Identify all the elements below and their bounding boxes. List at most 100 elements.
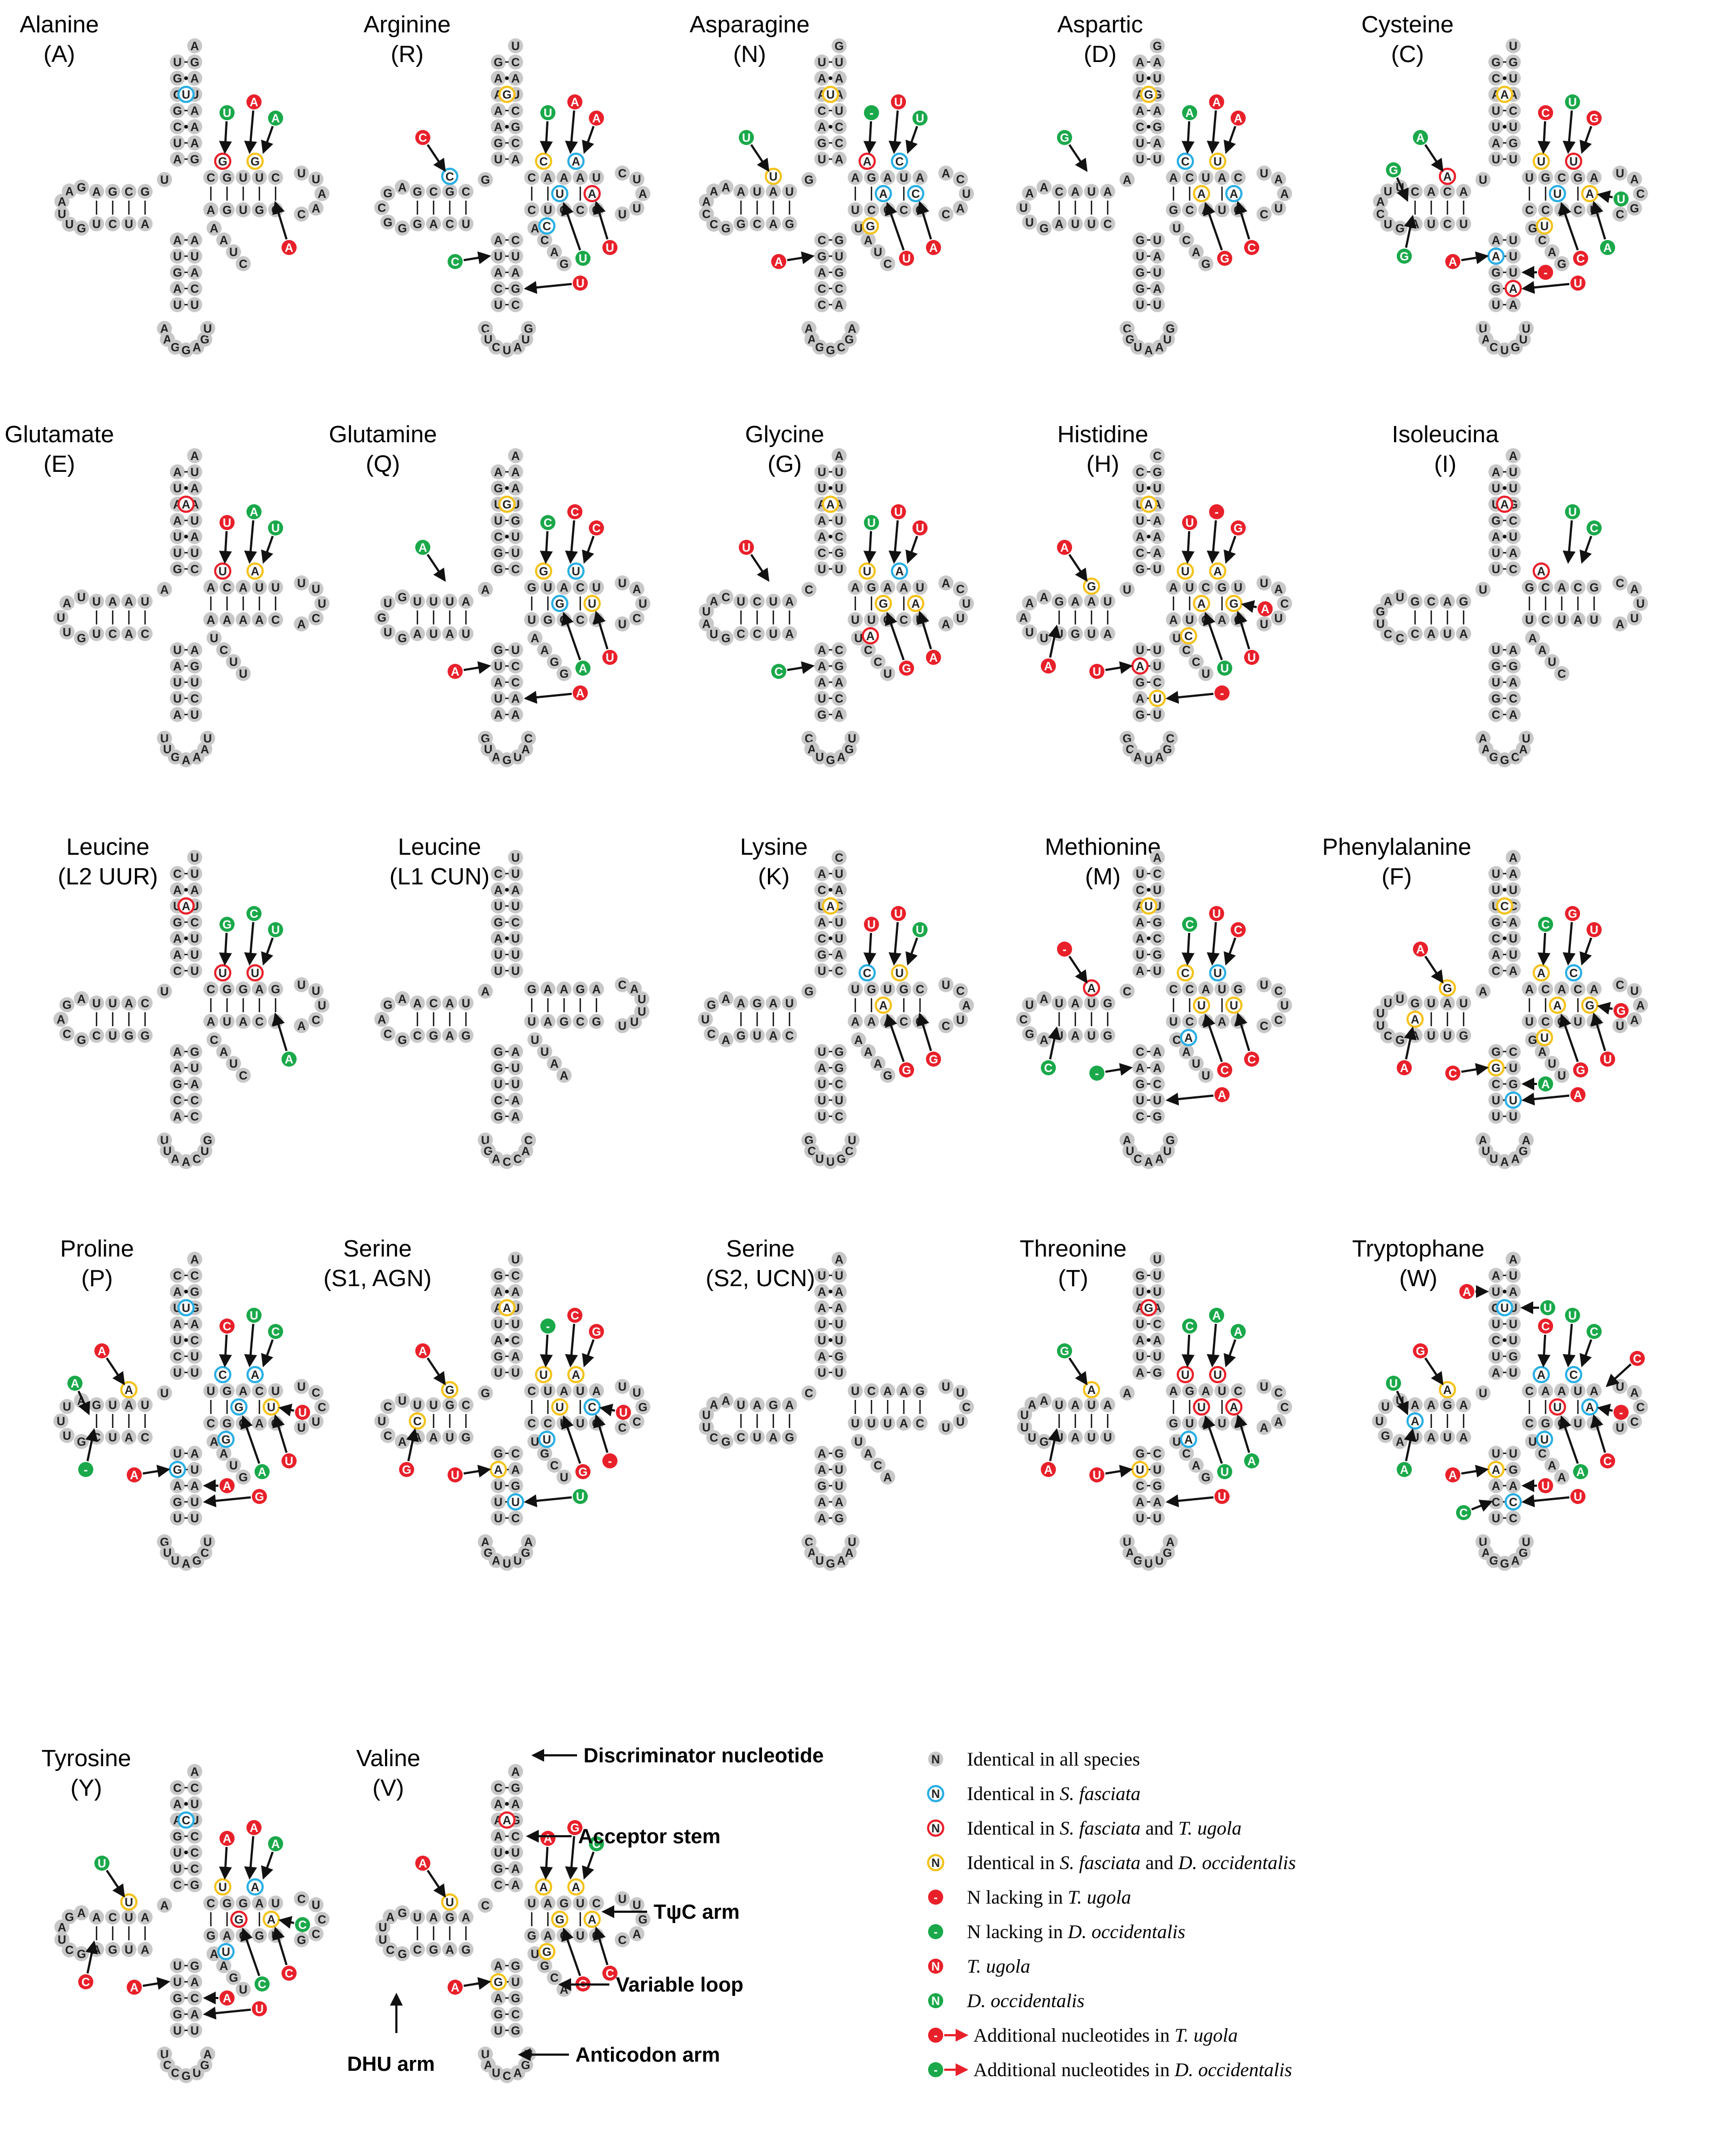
nucleotide-letter: C	[1492, 708, 1500, 722]
acceptor-stem-5prime: U	[491, 898, 506, 914]
t-arm-stem-top: U	[268, 580, 283, 595]
identity-nucleotide-yellow: A	[1083, 1381, 1100, 1398]
t-loop-nucleotide: U	[1633, 596, 1648, 611]
identity-nucleotide-yellow: U	[584, 595, 601, 612]
nucleotide-letter: U	[1492, 883, 1500, 897]
nucleotide-letter: A	[737, 997, 745, 1010]
nucleotide-letter: G	[108, 185, 117, 198]
gu-pair-dot	[184, 888, 188, 892]
nucleotide-letter: C	[774, 665, 783, 678]
substitution-arrow	[565, 520, 578, 564]
t-arm-stem-bottom: G	[252, 202, 267, 217]
anticodon-stem-3prime: C	[508, 675, 523, 690]
gu-pair-dot	[1147, 888, 1151, 892]
nucleotide-letter: C	[835, 964, 843, 978]
nucleotide-letter: G	[222, 918, 231, 931]
nucleotide-letter: U	[592, 171, 601, 184]
nucleotide-letter: A	[160, 583, 169, 596]
acceptor-stem-5prime: G	[170, 103, 185, 118]
nucleotide-letter: G	[493, 643, 503, 657]
trna-code: (I)	[1434, 451, 1457, 477]
nucleotide-letter: A	[494, 104, 503, 118]
nucleotide-circle	[814, 103, 829, 118]
substitution-arrow	[905, 535, 918, 564]
acceptor-stem-3prime: A	[1150, 529, 1165, 544]
nucleotide-circle	[635, 186, 650, 201]
nucleotide-letter: U	[1574, 1015, 1582, 1028]
t-arm-stem-top: C	[1570, 981, 1585, 997]
identity-nucleotide-red: A	[1083, 979, 1100, 997]
nucleotide-letter: G	[397, 631, 407, 645]
nucleotide-letter: U	[297, 1380, 306, 1393]
substitution-nucleotide-red: -	[1057, 942, 1072, 957]
t-arm-stem-top: G	[864, 981, 879, 997]
dhu-arm-stem-bottom: C	[782, 1028, 797, 1043]
nucleotide-letter: U	[190, 1495, 199, 1509]
anticodon-stem-5prime: U	[491, 658, 506, 674]
nucleotide-letter: G	[383, 216, 393, 229]
identity-nucleotide-blue: U	[507, 1493, 524, 1510]
nucleotide-letter: U	[229, 1057, 238, 1070]
substitution-nucleotide-green: C	[771, 664, 786, 679]
gu-pair-dot	[828, 125, 833, 129]
substitution-arrow	[750, 144, 770, 172]
nucleotide-letter: A	[1153, 1495, 1162, 1509]
substitution-nucleotide-red: -	[602, 1453, 617, 1468]
nucleotide-letter: U	[494, 1495, 503, 1509]
t-arm-stem-top: U	[896, 170, 911, 185]
anticodon-stem-3prime: G	[832, 1446, 847, 1461]
dhu-arm-stem-bottom: A	[426, 1430, 441, 1445]
nucleotide-letter: A	[883, 171, 892, 184]
nucleotide-letter: G	[539, 565, 548, 578]
nucleotide-letter: U	[539, 1368, 548, 1382]
nucleotide-letter: A	[1103, 1398, 1112, 1412]
anticodon-stem-3prime: U	[187, 1060, 202, 1075]
dhu-arm-stem-top: U	[138, 1397, 153, 1412]
nucleotide-letter: U	[619, 1406, 628, 1419]
anticodon-loop-nucleotide: G	[200, 1132, 215, 1148]
nucleotide-letter: U	[883, 983, 892, 996]
substitution-nucleotide-green: A	[1538, 1076, 1553, 1091]
substitution-nucleotide-red: A	[926, 650, 941, 665]
nucleotide-letter: U	[1218, 1384, 1226, 1398]
acceptor-stem-3prime: U	[832, 915, 847, 930]
nucleotide-letter: U	[1492, 104, 1500, 118]
t-arm-stem-top: G	[268, 981, 283, 997]
dhu-arm-stem-bottom: G	[426, 1028, 441, 1043]
identity-nucleotide-yellow: A	[498, 1299, 516, 1316]
nucleotide-letter: A	[494, 932, 503, 945]
nucleotide-letter: G	[1169, 1417, 1178, 1430]
nucleotide-letter: U	[1172, 222, 1181, 235]
nucleotide-letter: U	[190, 932, 199, 945]
nucleotide-letter: A	[173, 1285, 182, 1299]
identity-nucleotide-yellow: U	[551, 1398, 568, 1416]
nucleotide-letter: A	[98, 1344, 106, 1358]
acceptor-stem-5prime: A	[814, 119, 829, 134]
nucleotide-letter: A	[851, 581, 860, 594]
nucleotide-letter: U	[511, 964, 520, 978]
nucleotide-letter: A	[531, 222, 539, 235]
nucleotide-letter: U	[63, 626, 71, 639]
dhu-loop-nucleotide: A	[59, 595, 75, 611]
substitution-arrow	[1241, 600, 1257, 613]
acceptor-stem-3prime: C	[832, 135, 847, 150]
nucleotide-circle	[959, 186, 974, 201]
nucleotide-circle	[848, 170, 863, 185]
acceptor-stem-5prime: U	[491, 513, 506, 528]
nucleotide-letter: U	[1280, 999, 1289, 1012]
nucleotide-letter: C	[63, 1027, 71, 1041]
nucleotide-letter: A	[494, 708, 503, 722]
acceptor-stem-3prime: A	[508, 882, 523, 897]
anticodon-stem-3prime: U	[508, 1076, 523, 1091]
dhu-arm-stem-bottom: U	[105, 1028, 120, 1043]
substitution-nucleotide-green: A	[1600, 240, 1615, 255]
nucleotide-letter: A	[511, 1110, 520, 1123]
nucleotide-letter: U	[1213, 155, 1222, 168]
nucleotide-letter: U	[544, 581, 552, 594]
nucleotide-letter: C	[571, 505, 579, 519]
nucleotide-letter: A	[1153, 282, 1162, 296]
